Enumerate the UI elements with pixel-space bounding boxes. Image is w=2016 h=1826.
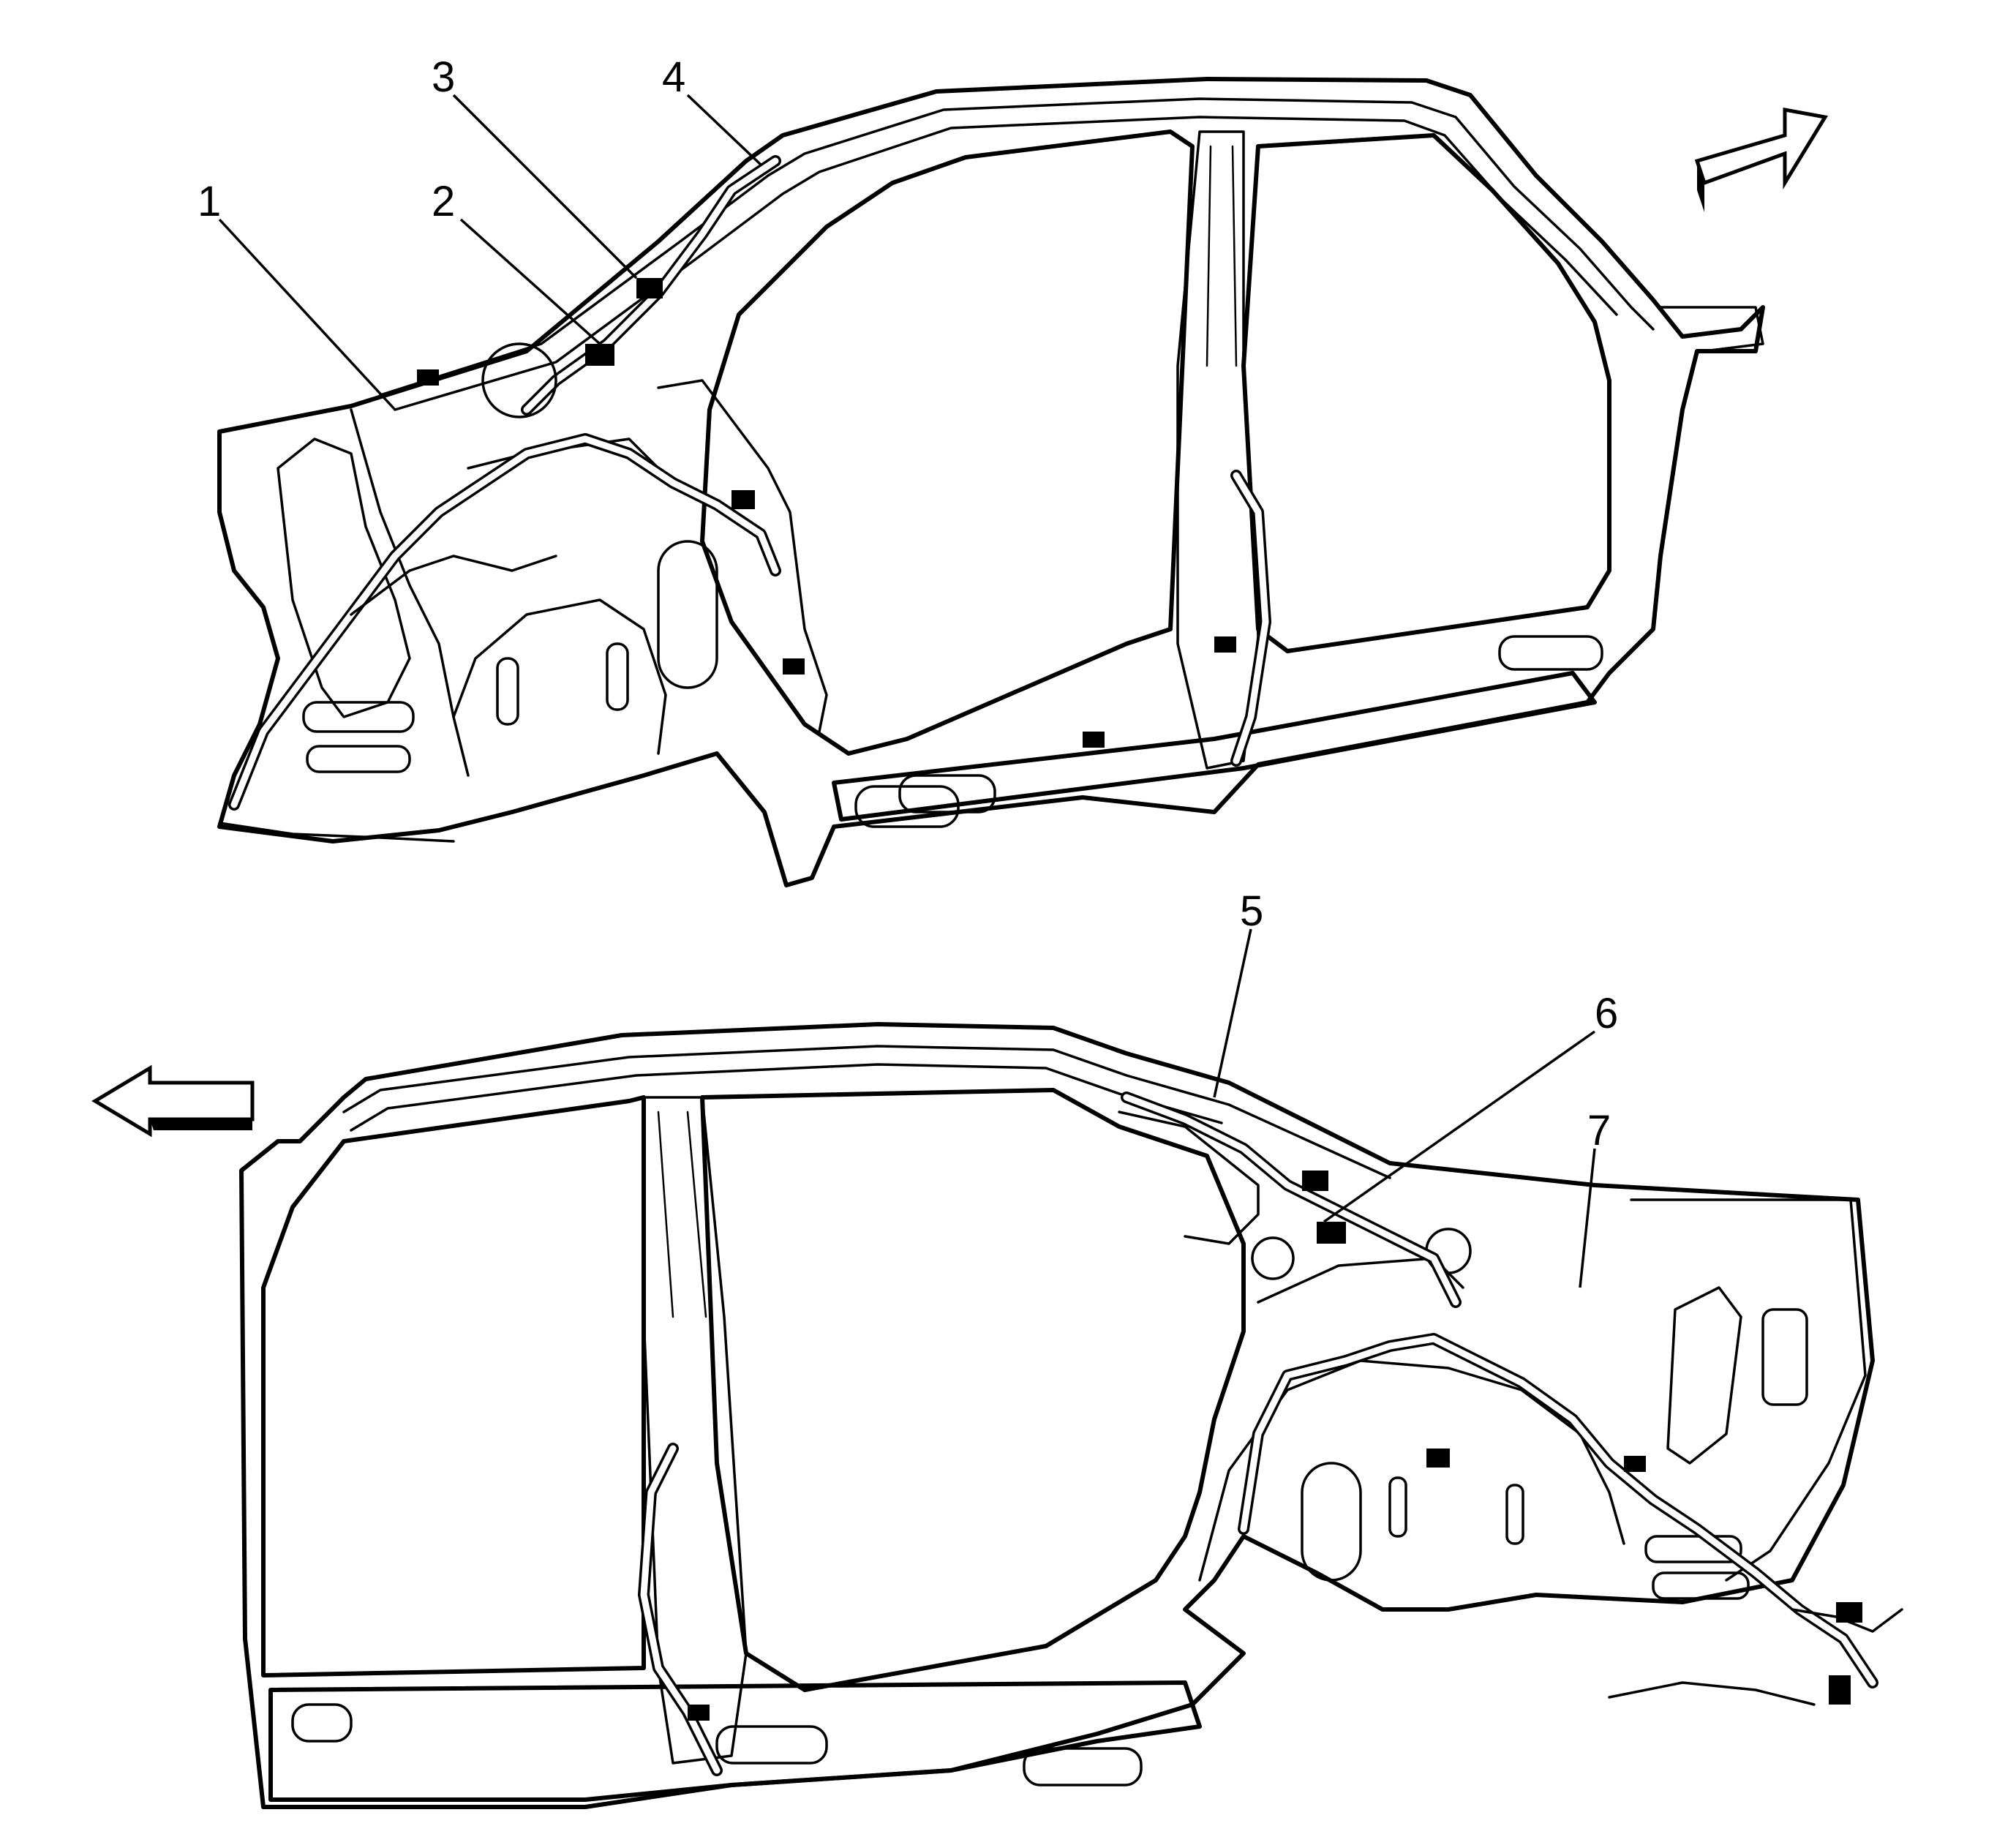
callout-3: 3 <box>432 53 455 101</box>
bottom-b-pillar <box>642 1096 748 1765</box>
top-rocker-panel <box>832 671 1597 822</box>
bottom-connector-2 <box>1302 1171 1328 1191</box>
bottom-body-outline <box>239 1022 1875 1809</box>
top-wheelhouse <box>452 598 667 755</box>
leader-2 <box>459 218 601 345</box>
callout-4: 4 <box>662 53 685 101</box>
forward-arrow-bottom <box>91 1064 255 1138</box>
leader-3 <box>452 94 638 279</box>
leader-7 <box>1579 1148 1596 1288</box>
bottom-rocker-panel <box>268 1680 1202 1802</box>
callout-2: 2 <box>432 178 455 225</box>
leader-6 <box>1323 1030 1596 1223</box>
top-connector-3 <box>636 278 663 298</box>
bottom-body-side-view <box>91 928 1903 1809</box>
callout-1: 1 <box>198 178 221 225</box>
top-roof-rail <box>379 97 1655 397</box>
top-connector-1 <box>417 369 439 386</box>
bottom-rear-door-opening <box>700 1088 1246 1692</box>
bottom-rear-end-panel <box>1630 1198 1867 1582</box>
top-rear-quarter-panel <box>350 408 470 777</box>
top-body-side-view <box>217 77 1829 887</box>
leader-5 <box>1213 928 1252 1098</box>
bottom-wiring-harness <box>1238 1333 1878 1688</box>
forward-arrow-top <box>1694 108 1829 189</box>
callout-7: 7 <box>1587 1107 1611 1154</box>
top-front-door-opening <box>1241 133 1611 653</box>
leader-4 <box>686 94 762 166</box>
bottom-roof-rail <box>342 1045 1391 1179</box>
top-connector-2 <box>585 344 614 366</box>
top-rear-door-opening <box>700 129 1195 756</box>
leader-1 <box>218 218 396 411</box>
bottom-roof-harness <box>1121 1092 1462 1308</box>
callout-labels: 1 2 3 4 5 6 7 <box>198 53 1618 1154</box>
callout-6: 6 <box>1595 990 1618 1037</box>
bottom-connector-1 <box>1317 1222 1346 1244</box>
bottom-wheelhouse <box>1198 1359 1625 1582</box>
top-b-pillar <box>1176 130 1260 770</box>
bottom-front-door-opening <box>261 1095 646 1677</box>
top-body-outline <box>217 77 1765 887</box>
callout-5: 5 <box>1240 887 1263 935</box>
